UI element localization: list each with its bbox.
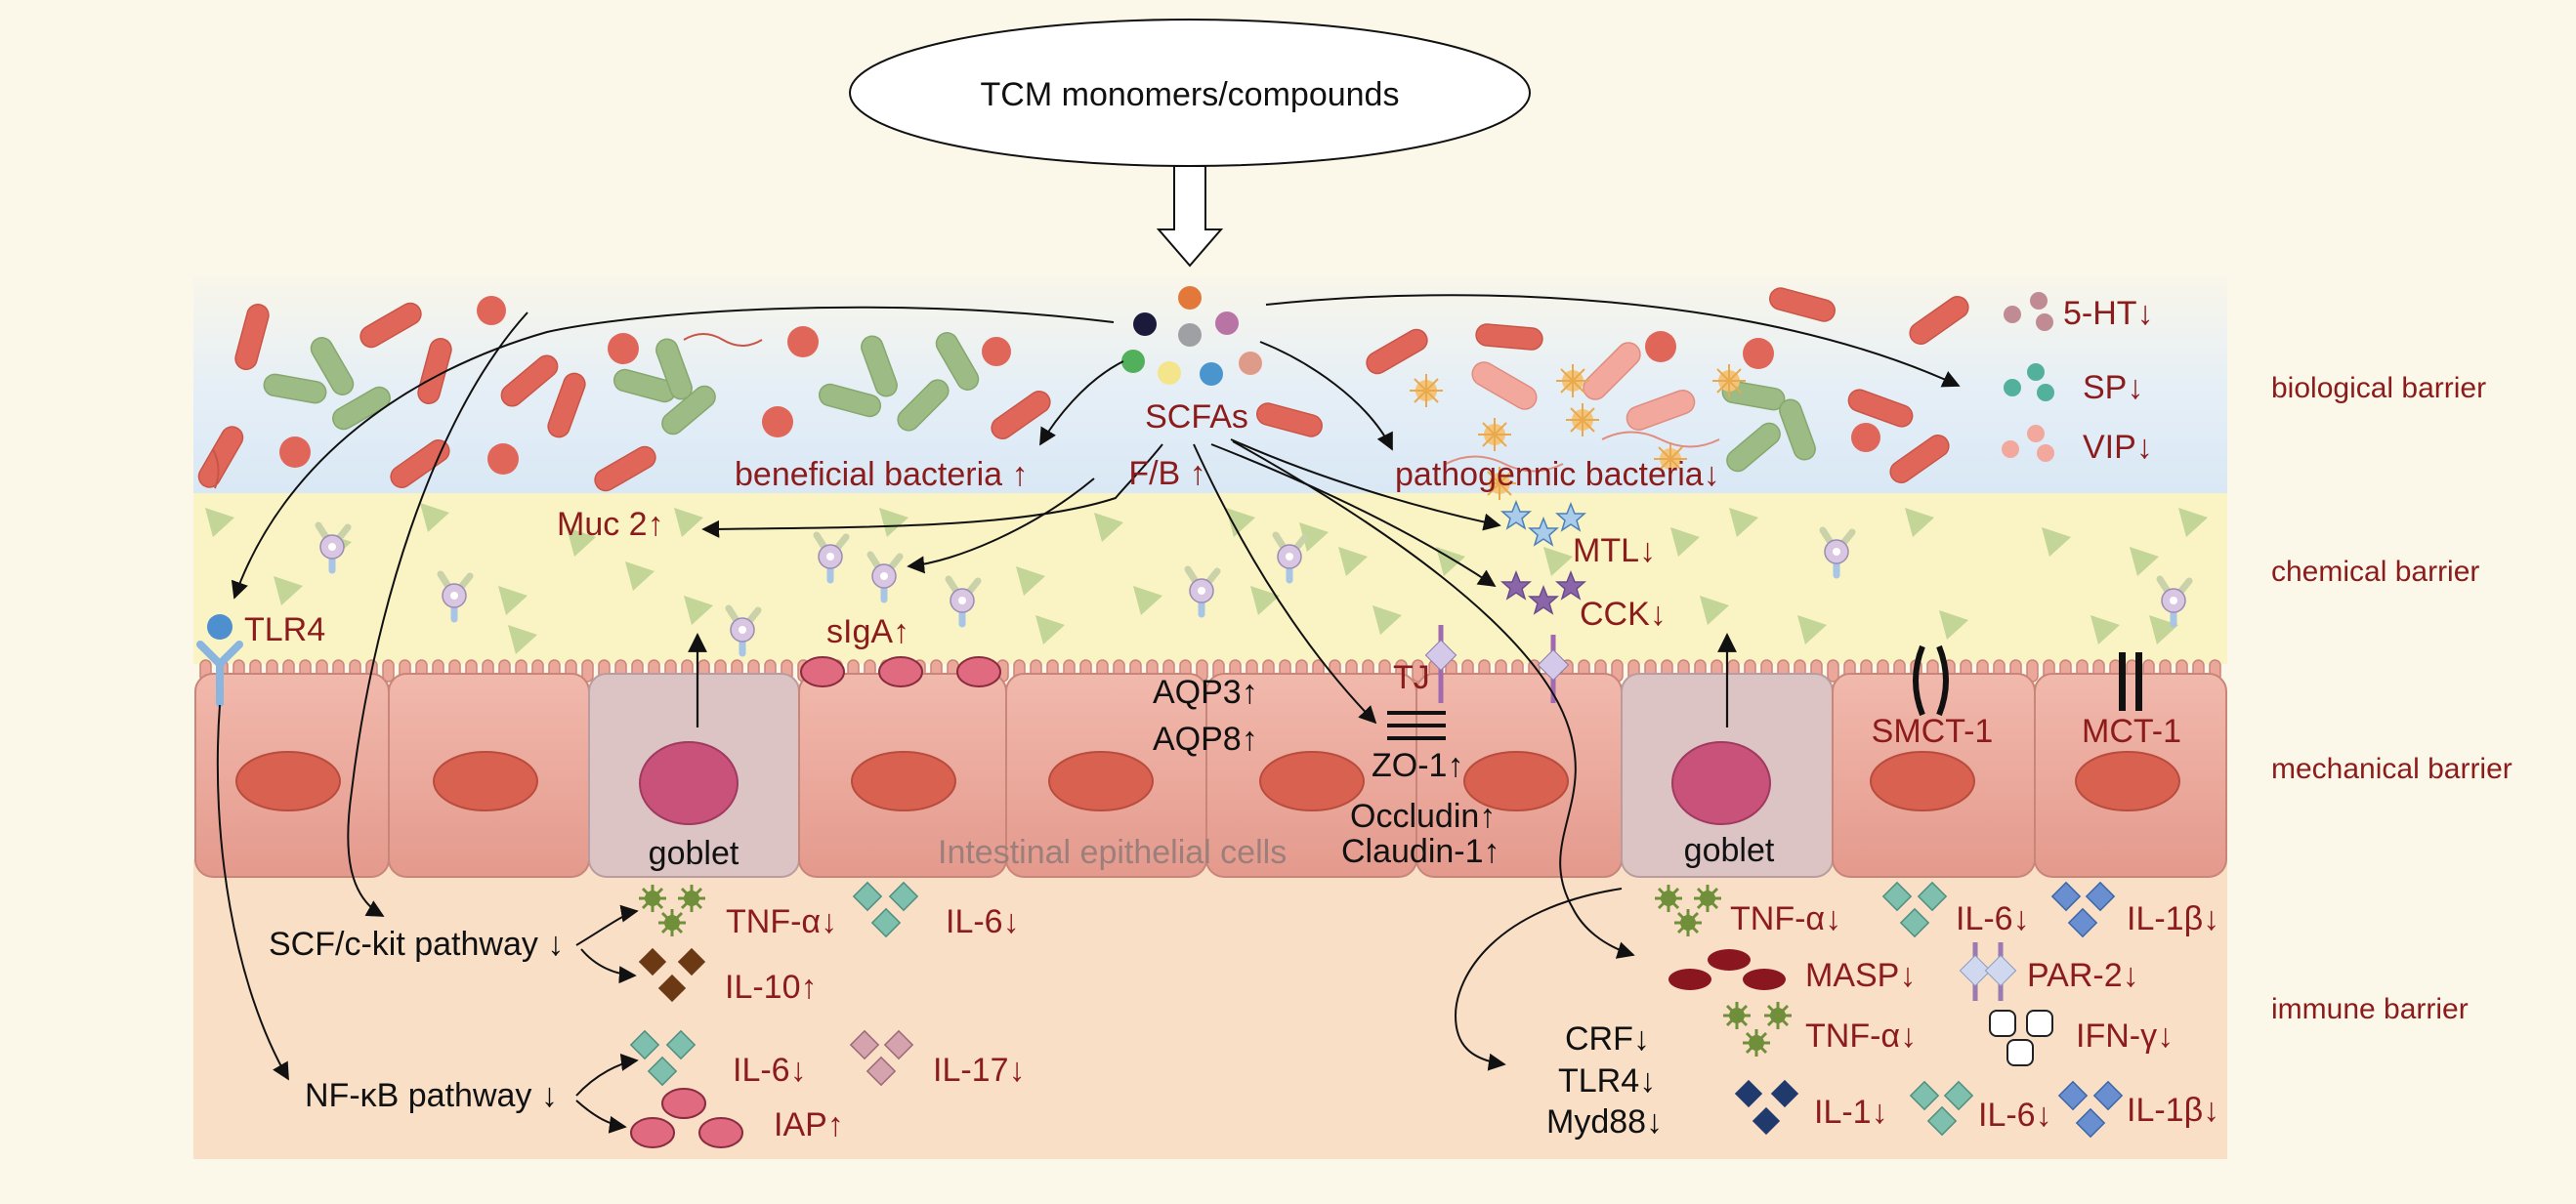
aqp3-label: AQP3↑ xyxy=(1153,674,1258,711)
fb-label: F/B ↑ xyxy=(1128,455,1205,492)
tnf-label-2: TNF-α↓ xyxy=(1730,900,1841,937)
sp-molecules xyxy=(2004,363,2054,401)
il10-label: IL-10↑ xyxy=(725,969,818,1006)
nfkb-pathway-label: NF-κB pathway ↓ xyxy=(305,1077,558,1114)
vip-label: VIP↓ xyxy=(2083,429,2153,466)
smct1-transporter-icon xyxy=(1913,644,1949,717)
cck-label: CCK↓ xyxy=(1580,596,1667,633)
vip-molecules xyxy=(2002,425,2054,462)
mtl-label: MTL↓ xyxy=(1573,532,1656,569)
tnf-label-3: TNF-α↓ xyxy=(1805,1017,1917,1055)
iap-label: IAP↑ xyxy=(774,1106,844,1143)
ht5-molecules xyxy=(2004,292,2053,331)
par2-icons xyxy=(1959,942,2017,1001)
tlr4b-label: TLR4↓ xyxy=(1558,1062,1656,1100)
par2-label: PAR-2↓ xyxy=(2027,957,2139,994)
masp-label: MASP↓ xyxy=(1805,957,1916,994)
beneficial-bacteria-label: beneficial bacteria ↑ xyxy=(735,456,1029,493)
il6-label-1: IL-6↓ xyxy=(946,903,1020,940)
scfa-molecules xyxy=(1121,286,1262,386)
iap-icons xyxy=(630,1088,743,1148)
il17-label: IL-17↓ xyxy=(933,1052,1026,1089)
scfas-label: SCFAs xyxy=(1145,398,1248,436)
mct1-label: MCT-1 xyxy=(2082,713,2181,750)
ifng-label: IFN-γ↓ xyxy=(2076,1017,2174,1055)
tlr4-receptor xyxy=(196,614,243,707)
tight-junction-icon xyxy=(1387,711,1446,740)
layer-label-biological: biological barrier xyxy=(2271,372,2486,404)
tj-label: TJ xyxy=(1393,659,1430,696)
ht5-label: 5-HT↓ xyxy=(2063,295,2154,332)
siga-label: sIgA↑ xyxy=(826,613,909,650)
il6-label-4: IL-6↓ xyxy=(1978,1097,2052,1134)
immune-layer-band xyxy=(193,859,2227,1159)
muc2-label: Muc 2↑ xyxy=(557,506,664,543)
il1b-label-2: IL-1β↓ xyxy=(2127,1092,2219,1129)
claudin-label: Claudin-1↑ xyxy=(1341,833,1500,870)
aqp8-label: AQP8↑ xyxy=(1153,721,1258,758)
goblet-label-2: goblet xyxy=(1684,832,1775,869)
zo1-label: ZO-1↑ xyxy=(1372,747,1463,784)
siga-receptors xyxy=(800,656,1001,687)
hollow-down-arrow xyxy=(1156,165,1224,268)
tcm-title: TCM monomers/compounds xyxy=(981,76,1400,113)
ifn-gamma-icons xyxy=(1989,1010,2053,1066)
layer-label-immune: immune barrier xyxy=(2271,993,2469,1025)
mct1-transporter-icon xyxy=(2119,652,2142,711)
il6-label-3: IL-6↓ xyxy=(1956,900,2030,937)
pathogenic-bacteria-label: pathogennic bacteria↓ xyxy=(1395,456,1720,493)
bacteria-right xyxy=(1253,284,1973,501)
iec-label: Intestinal epithelial cells xyxy=(938,834,1287,871)
bacteria-left xyxy=(193,296,1055,496)
cell-nuclei xyxy=(235,751,2180,811)
masp-icons xyxy=(1668,949,1786,990)
membrane-receptors xyxy=(1424,625,1570,703)
scf-pathway-label: SCF/c-kit pathway ↓ xyxy=(269,926,564,963)
tnf-label-1: TNF-α↓ xyxy=(726,903,837,940)
sp-label: SP↓ xyxy=(2083,369,2143,406)
il6-label-2: IL-6↓ xyxy=(733,1052,807,1089)
layer-label-mechanical: mechanical barrier xyxy=(2271,753,2513,785)
myd88-label: Myd88↓ xyxy=(1546,1103,1663,1141)
connector-arrows xyxy=(216,294,1961,1134)
il1b-label-1: IL-1β↓ xyxy=(2127,900,2219,937)
tlr4-label: TLR4 xyxy=(244,611,325,648)
smct1-label: SMCT-1 xyxy=(1872,713,1994,750)
goblet-nuclei xyxy=(639,741,1771,825)
goblet-label-1: goblet xyxy=(649,835,739,872)
crf-label: CRF↓ xyxy=(1565,1020,1650,1058)
layer-label-chemical: chemical barrier xyxy=(2271,556,2479,588)
il1-label: IL-1↓ xyxy=(1814,1094,1888,1131)
occludin-label: Occludin↑ xyxy=(1350,798,1496,835)
